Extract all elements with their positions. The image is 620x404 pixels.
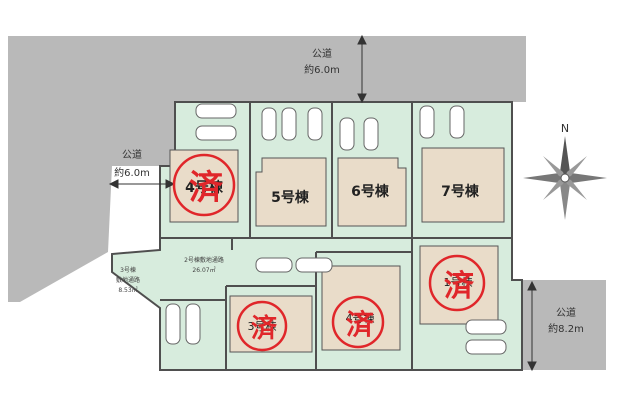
southeast-road-label: 公道 — [556, 306, 576, 319]
arrow-down-icon — [357, 93, 367, 104]
passage-3-label-2: 敷地通路 — [116, 276, 140, 284]
lot-label-3: 3号棟 — [248, 319, 277, 333]
road-southeast — [522, 280, 606, 370]
house-4-south — [321, 265, 401, 351]
car-icon — [261, 107, 277, 141]
house-4-west — [169, 149, 239, 223]
lot-label-1: 1号棟 — [444, 275, 473, 289]
house-7 — [421, 147, 505, 223]
car-icon — [465, 319, 507, 335]
car-icon — [195, 125, 237, 141]
southeast-road-width: 約8.2m — [548, 322, 584, 335]
west-road-label: 公道 — [122, 148, 142, 161]
sold-stamp-icon — [172, 153, 236, 217]
arrow-up-icon — [357, 34, 367, 45]
passage-2-area: 26.07㎡ — [192, 266, 215, 274]
sold-stamp-text: 済 — [251, 313, 278, 344]
car-icon — [165, 303, 181, 345]
compass-north-label: N — [561, 122, 569, 135]
passage-3-label-1: 3号棟 — [120, 266, 136, 274]
road-north-west — [8, 36, 526, 302]
west-road-width: 約6.0m — [114, 166, 150, 179]
car-icon — [281, 107, 297, 141]
car-icon — [195, 103, 237, 119]
house-6 — [337, 157, 407, 227]
lot-label-4-west: 4号棟 — [185, 179, 224, 196]
sold-stamp-icon — [236, 300, 288, 352]
arrow-down-icon — [527, 361, 537, 372]
car-icon — [449, 105, 465, 139]
passage-2-label: 2号棟敷地通路 — [184, 256, 224, 264]
lot-label-4-south: 4号棟 — [346, 311, 375, 325]
car-icon — [419, 105, 435, 139]
sold-stamp-text: 済 — [444, 269, 475, 304]
sold-stamp-icon — [331, 295, 385, 349]
car-icon — [307, 107, 323, 141]
compass-icon — [523, 136, 607, 220]
car-icon — [465, 339, 507, 355]
arrow-left-icon — [108, 179, 119, 189]
lot-label-6: 6号棟 — [351, 183, 390, 200]
lot-label-5: 5号棟 — [271, 189, 310, 206]
house-5 — [255, 157, 327, 227]
sold-stamp-text: 済 — [189, 168, 224, 208]
passage-3-area: 8.53㎡ — [118, 286, 137, 294]
north-road-width: 約6.0m — [304, 63, 340, 76]
sold-stamp-text: 済 — [346, 308, 375, 341]
car-icon — [339, 117, 355, 151]
north-road-label: 公道 — [312, 47, 332, 60]
car-icon — [295, 257, 333, 273]
car-icon — [255, 257, 293, 273]
car-icon — [185, 303, 201, 345]
lot-label-7: 7号棟 — [441, 183, 480, 200]
arrow-up-icon — [527, 280, 537, 291]
car-icon — [363, 117, 379, 151]
arrow-right-icon — [165, 179, 176, 189]
sold-stamp-icon — [428, 254, 486, 312]
